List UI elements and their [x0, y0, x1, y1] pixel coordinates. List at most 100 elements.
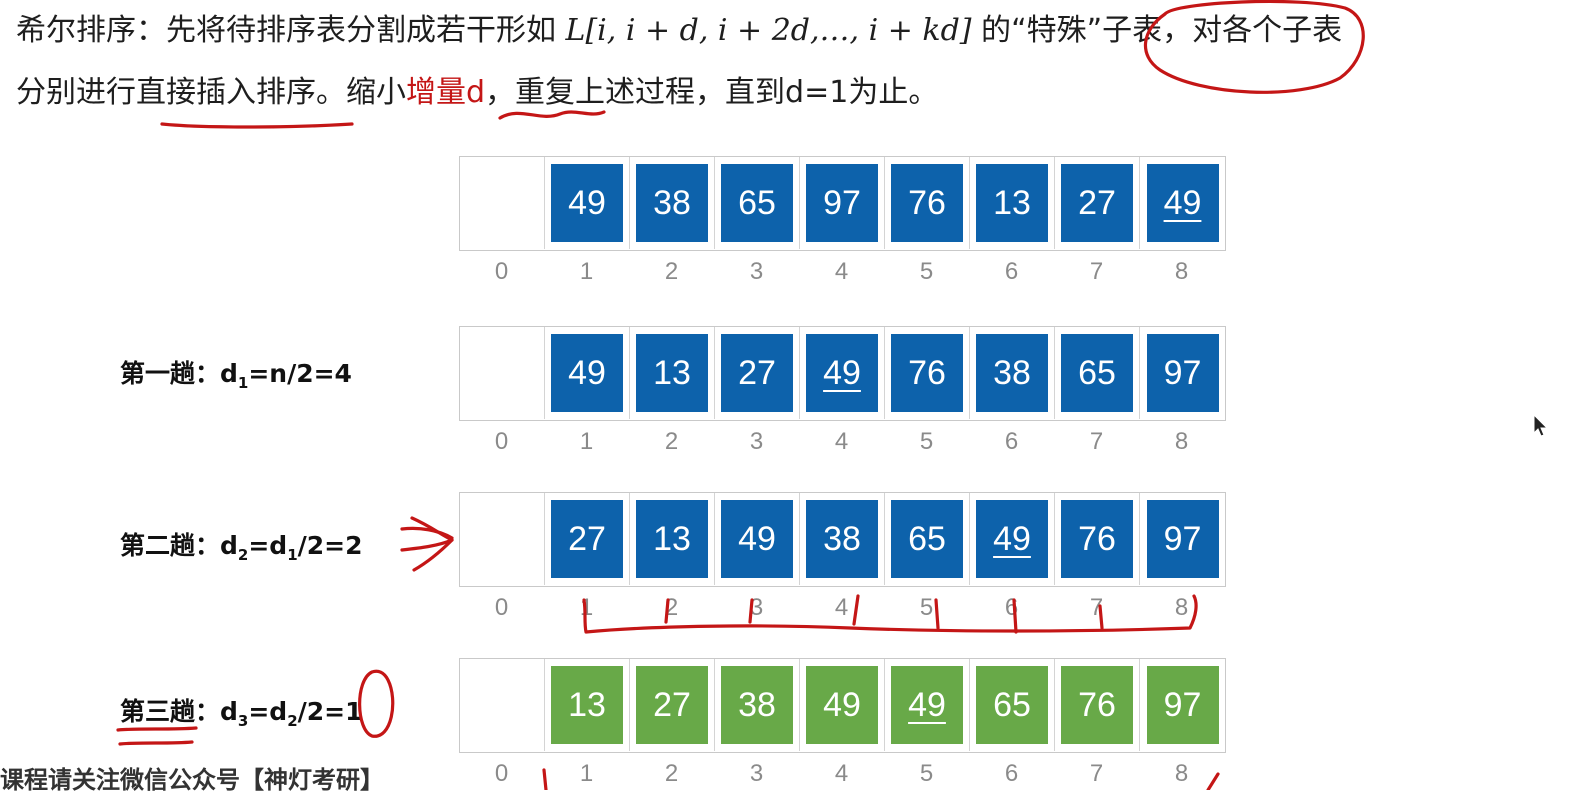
array-cell: 13: [551, 666, 623, 744]
array-cell: 49: [891, 666, 963, 744]
index-label: 8: [1174, 760, 1189, 787]
array-cell: 49: [976, 500, 1048, 578]
pass-3-label: 第三趟：d3=d2/2=1: [120, 697, 363, 730]
array-cell: 38: [976, 334, 1048, 412]
index-label: 5: [919, 760, 934, 787]
array-slot: 49: [545, 157, 630, 249]
index-label: 3: [749, 760, 764, 787]
array-initial: 49 38 65 97 76 13 27 49: [459, 156, 1226, 251]
array-pass-1: 49 13 27 49 76 38 65 97: [459, 326, 1226, 421]
cursor-arrow-icon: [1533, 414, 1549, 437]
index-row: 0 1 2 3 4 5 6 7 8: [459, 258, 1226, 286]
index-row: 0 1 2 3 4 5 6 7 8: [459, 428, 1226, 456]
description-line-1: 希尔排序：先将待排序表分割成若干形如 L[i, i + d, i + 2d,…,…: [16, 14, 1342, 48]
array-cell: 97: [1146, 334, 1219, 412]
array-cell: 76: [1061, 666, 1133, 744]
index-label: 2: [664, 760, 679, 787]
array-slot: 97: [1140, 493, 1225, 585]
index-label: 4: [834, 258, 849, 285]
index-label: 6: [1004, 428, 1019, 455]
index-label: 4: [834, 760, 849, 787]
array-cell: 38: [636, 164, 708, 242]
array-cell: 76: [891, 164, 963, 242]
array-slot: 38: [715, 659, 800, 751]
pass-1-label: 第一趟：d1=n/2=4: [120, 359, 352, 392]
array-slot: 27: [545, 493, 630, 585]
desc-text: 。缩小: [316, 75, 406, 110]
index-label: 5: [919, 594, 934, 621]
array-cell: 13: [636, 500, 708, 578]
array-slot: 27: [715, 327, 800, 419]
array-cell: 27: [551, 500, 623, 578]
array-cell: 65: [721, 164, 793, 242]
index-label: 8: [1174, 594, 1189, 621]
index-label: 2: [664, 594, 679, 621]
array-cell: 49: [806, 334, 878, 412]
array-slot: 76: [885, 327, 970, 419]
array-cell: 65: [1061, 334, 1133, 412]
array-cell: 49: [551, 164, 623, 242]
index-label: 5: [919, 258, 934, 285]
desc-text: 希尔排序：先将待排序表分割成若干形如: [16, 13, 566, 48]
array-cell: 13: [636, 334, 708, 412]
ink-arrow: [400, 526, 454, 540]
index-label: 3: [749, 428, 764, 455]
array-cell: 38: [721, 666, 793, 744]
array-slot: 13: [545, 659, 630, 751]
ink-underline-increment: [498, 110, 606, 120]
index-label: 2: [664, 258, 679, 285]
array-slot: 38: [970, 327, 1055, 419]
array-cell: 97: [1146, 500, 1219, 578]
index-label: 1: [579, 760, 594, 787]
array-cell: 13: [976, 164, 1048, 242]
insertion-sort-text: 直接插入排序: [136, 75, 316, 110]
array-slot: 27: [630, 659, 715, 751]
array-slot: 49: [800, 659, 885, 751]
desc-text: ，对各个子表: [1162, 13, 1343, 48]
array-cell: 49: [1146, 164, 1219, 242]
index-label: 6: [1004, 594, 1019, 621]
array-cell: 49: [806, 666, 878, 744]
array-slot-0: [460, 493, 545, 585]
index-label: 6: [1004, 258, 1019, 285]
array-cell: 65: [976, 666, 1048, 744]
array-cell: 49: [721, 500, 793, 578]
array-slot: 76: [1055, 659, 1140, 751]
index-label: 3: [749, 594, 764, 621]
index-label: 4: [834, 594, 849, 621]
ink-circle-one: [358, 669, 395, 738]
array-slot-0: [460, 659, 545, 751]
index-label: 0: [494, 760, 509, 787]
description-line-2: 分别进行直接插入排序。缩小增量d，重复上述过程，直到d=1为止。: [16, 76, 938, 110]
array-cell: 76: [1061, 500, 1133, 578]
array-cell: 76: [891, 334, 963, 412]
array-cell: 27: [1061, 164, 1133, 242]
array-slot: 38: [630, 157, 715, 249]
index-label: 4: [834, 428, 849, 455]
special-sublist-text: “特殊”子表: [1011, 13, 1163, 48]
index-label: 0: [494, 258, 509, 285]
array-slot: 13: [630, 493, 715, 585]
array-slot: 13: [970, 157, 1055, 249]
index-label: 0: [494, 594, 509, 621]
index-label: 2: [664, 428, 679, 455]
array-slot: 49: [885, 659, 970, 751]
array-slot: 13: [630, 327, 715, 419]
index-label: 7: [1089, 428, 1104, 455]
index-label: 0: [494, 428, 509, 455]
array-slot: 65: [1055, 327, 1140, 419]
index-row: 0 1 2 3 4 5 6 7 8: [459, 760, 1226, 788]
array-slot-0: [460, 327, 545, 419]
array-slot: 97: [800, 157, 885, 249]
array-slot: 27: [1055, 157, 1140, 249]
array-pass-3: 13 27 38 49 49 65 76 97: [459, 658, 1226, 753]
array-cell: 38: [806, 500, 878, 578]
array-slot: 49: [800, 327, 885, 419]
array-cell: 97: [806, 164, 878, 242]
array-slot: 49: [1140, 157, 1225, 249]
index-label: 3: [749, 258, 764, 285]
array-slot: 97: [1140, 659, 1225, 751]
array-slot: 65: [885, 493, 970, 585]
footer-watermark: 课程请关注微信公众号【神灯考研】: [0, 766, 384, 794]
sublist-formula: L[i, i + d, i + 2d,…, i + kd]: [565, 13, 972, 48]
